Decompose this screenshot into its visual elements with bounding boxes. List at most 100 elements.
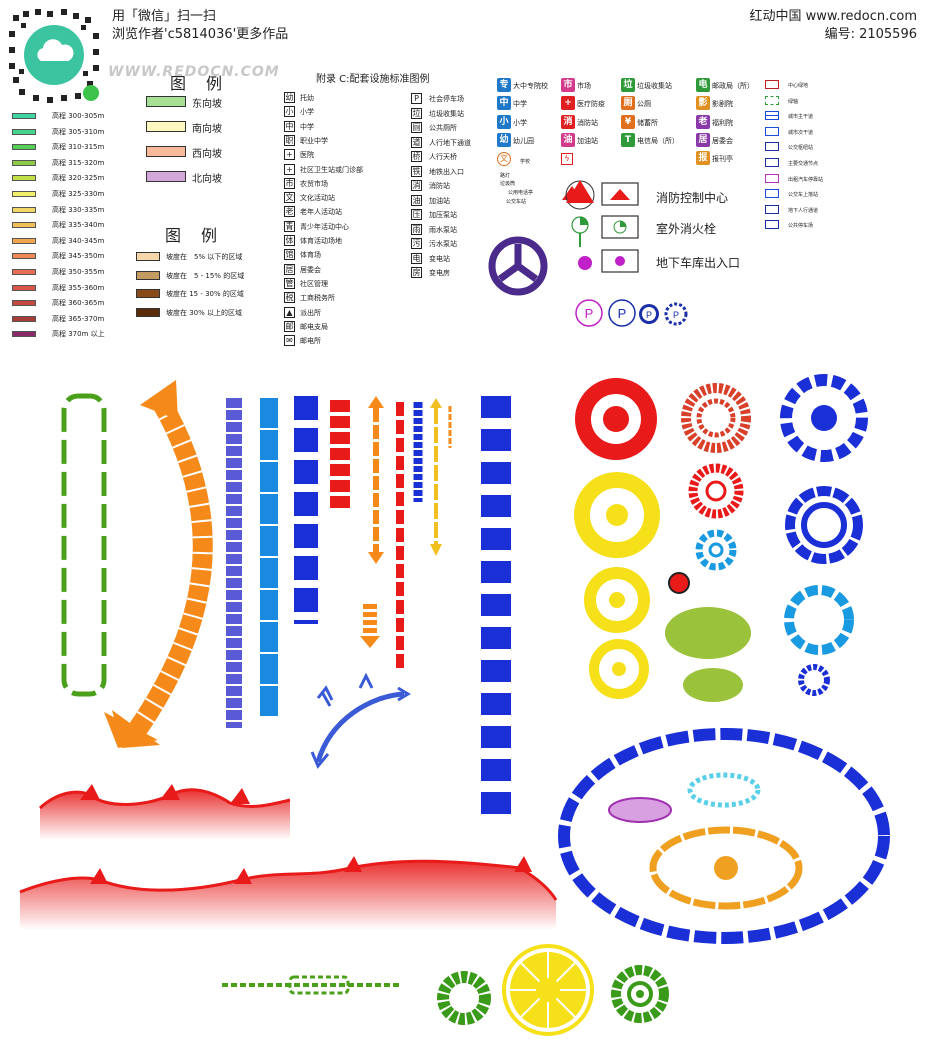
- svg-text:P: P: [618, 306, 627, 321]
- appendix-icon: 雨: [411, 223, 422, 235]
- ring-red-small: [688, 463, 744, 519]
- aspect-label: 西向坡: [192, 149, 222, 160]
- extra-label: 公用电话亭: [508, 190, 534, 196]
- badge-icon: 老: [696, 114, 710, 129]
- appendix-label: 体育活动场地: [300, 237, 342, 245]
- elevation-label: 高程 320-325m: [52, 174, 105, 183]
- fire-label: 消防控制中心: [656, 191, 729, 205]
- appendix-label: 居委会: [300, 265, 321, 274]
- badge-label: 消防站: [577, 118, 598, 127]
- elevation-label: 高程 335-340m: [52, 221, 105, 230]
- appendix-label: 体育场: [300, 251, 321, 260]
- badge-label: 幼儿园: [513, 136, 534, 145]
- appendix-icon: 厕: [411, 122, 422, 133]
- elevation-label: 高程 340-345m: [52, 236, 105, 245]
- garage-entrance-icon: [578, 249, 639, 273]
- elevation-swatch: [12, 144, 36, 151]
- curved-arrow-blue: [310, 672, 411, 769]
- badge-icon: 油: [561, 132, 575, 147]
- elevation-label: 高程 300-305m: [52, 112, 105, 120]
- badge-icon: 小: [497, 114, 511, 129]
- elevation-label: 高程 310-315m: [52, 143, 105, 152]
- aspect-swatch: [146, 171, 186, 182]
- slope-label: 坡度在 5 - 15% 的区域: [166, 271, 245, 280]
- badge-label: 加油站: [577, 136, 598, 145]
- arrow-orange-small: [360, 604, 380, 648]
- elevation-swatch: [12, 284, 36, 291]
- badge-icon: 中: [497, 96, 511, 111]
- slope-label: 坡度在 15 - 30% 的区域: [166, 290, 244, 298]
- appendix-icon: 管: [284, 277, 295, 289]
- target-yellow-small: [589, 639, 649, 699]
- appendix-label: 加压泵站: [429, 211, 457, 219]
- road-icon: [765, 204, 779, 214]
- badge-icon: 幼: [497, 132, 511, 147]
- elevation-swatch: [12, 237, 36, 244]
- elevation-label: 高程 325-330m: [52, 190, 105, 198]
- roundabout-symbol-icon: [488, 236, 548, 296]
- appendix-label: 青少年活动中心: [300, 222, 349, 231]
- fire-control-icon: [565, 180, 639, 210]
- arrow-orange-double: [368, 396, 384, 564]
- road-icon: [765, 80, 779, 89]
- ellipse-olive-small: [683, 668, 743, 702]
- badge-icon: 影: [696, 96, 710, 111]
- appendix-label: 工商税务所: [300, 294, 335, 303]
- green-dashed-band: [222, 975, 400, 995]
- elevation-label: 高程 365-370m: [52, 314, 105, 323]
- appendix-label: 污水泵站: [429, 240, 457, 248]
- aspect-label: 东向坡: [192, 99, 222, 110]
- road-label: 主要交通节点: [788, 161, 819, 167]
- appendix-icon: 电: [411, 252, 422, 264]
- badge-icon: ¥: [621, 114, 635, 129]
- slope-swatch: [136, 289, 160, 298]
- extra-label: 垃圾筒: [500, 181, 516, 187]
- ellipse-cyan-dashed: [687, 772, 761, 808]
- hydrant-icon: [571, 215, 639, 247]
- appendix-label: 变电房: [429, 269, 450, 277]
- badge-icon: T: [621, 132, 635, 147]
- appendix-icon: 铁: [411, 165, 422, 177]
- elevation-label: 高程 305-310m: [52, 127, 105, 136]
- badge-label: 福利院: [712, 118, 733, 127]
- qr-code-graphic: [9, 9, 99, 103]
- elevation-swatch: [12, 175, 36, 182]
- appendix-icon: +: [284, 163, 295, 175]
- elevation-swatch: [12, 206, 36, 213]
- appendix-icon: 垃: [411, 107, 422, 119]
- target-yellow-large: [574, 472, 660, 558]
- slope-legend-title: 图 例: [165, 226, 220, 245]
- appendix-icon: 压: [411, 209, 422, 220]
- appendix-icon: +: [284, 149, 295, 161]
- appendix-title: 附录 C:配套设施标准图例: [316, 74, 430, 85]
- elevation-label: 高程 370m 以上: [52, 330, 105, 339]
- badge-label: 小学: [513, 118, 527, 127]
- appendix-label: 邮电所: [300, 337, 321, 346]
- svg-text:P: P: [673, 310, 679, 320]
- band-lightblue: [260, 396, 278, 716]
- road-icon: [765, 173, 779, 183]
- elevation-swatch: [12, 253, 36, 260]
- appendix-label: 文化活动站: [300, 194, 335, 203]
- aspect-swatch: [146, 96, 186, 107]
- extra-label: 学校: [520, 159, 531, 165]
- aspect-swatch: [146, 121, 186, 132]
- site-name[interactable]: 红动中国 www.redocn.com: [749, 9, 917, 24]
- badge-label: 垃圾收集站: [637, 82, 672, 90]
- ring-yellow-sun: [502, 944, 594, 1036]
- appendix-icon: 市: [284, 177, 295, 189]
- aspect-legend-title: 图 例: [170, 74, 225, 93]
- appendix-label: 加油站: [429, 196, 450, 205]
- badge-icon: 市: [561, 78, 575, 92]
- appendix-icon: 中: [284, 120, 295, 132]
- badge-label: 公厕: [637, 100, 651, 109]
- appendix-label: 人行天桥: [429, 153, 457, 161]
- appendix-icon: P: [411, 93, 422, 104]
- band-lavender: [226, 396, 242, 728]
- wave-arrow-red-1: [38, 784, 291, 840]
- qr-code[interactable]: [5, 5, 103, 103]
- aspect-label: 南向坡: [192, 124, 222, 135]
- appendix-label: 医院: [300, 151, 314, 160]
- slope-label: 坡度在 30% 以上的区域: [166, 308, 243, 317]
- elevation-swatch: [12, 128, 36, 135]
